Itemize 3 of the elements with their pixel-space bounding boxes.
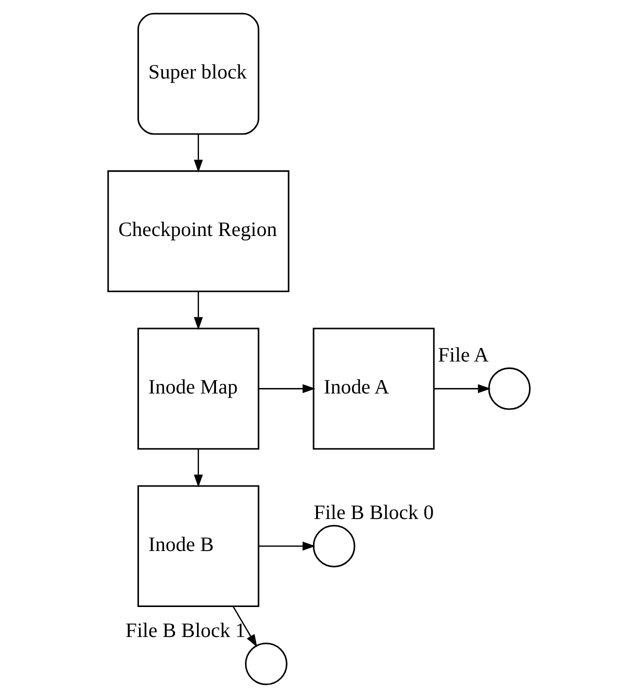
node-label: File B Block 0 — [313, 502, 434, 524]
node-label: File B Block 1 — [125, 620, 246, 642]
node-label: File A — [438, 344, 488, 367]
